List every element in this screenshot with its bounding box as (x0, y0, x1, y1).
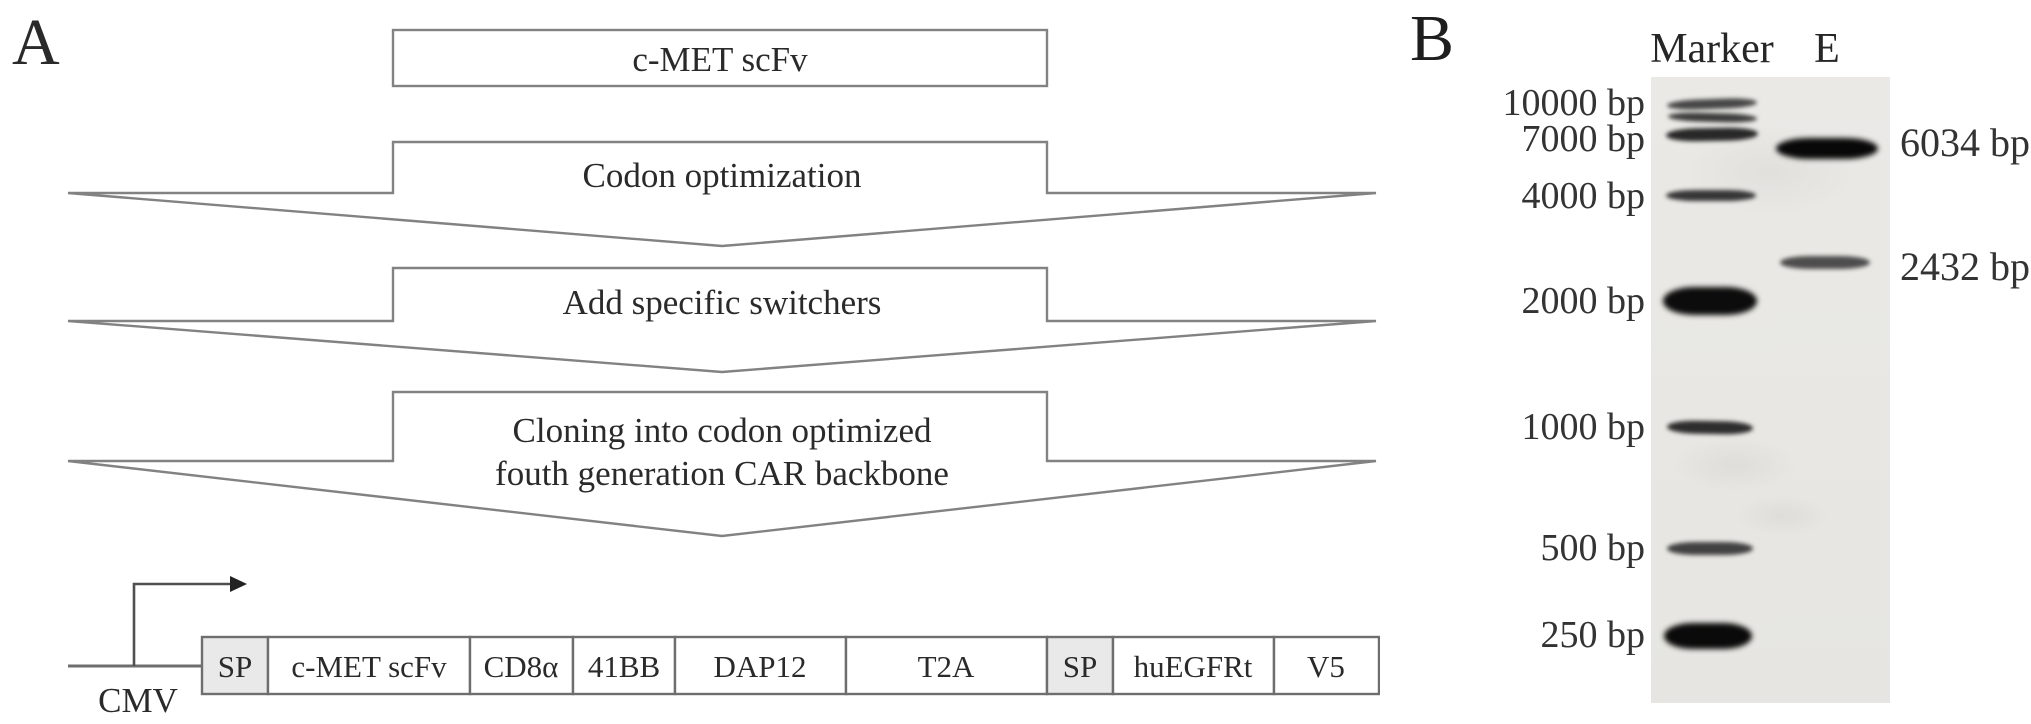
marker-band-2000bp (1663, 287, 1757, 315)
ladder-label-500bp: 500 bp (1540, 527, 1646, 569)
marker-band-10000bp-upper (1666, 97, 1758, 111)
lane-header-marker: Marker (1650, 26, 1774, 72)
segment-label-41bb: 41BB (588, 649, 660, 684)
panel-a-cloning-flow-diagram: A c-MET scFv Codon optimization Add spec… (12, 6, 1380, 720)
sample-band-2432bp (1780, 256, 1870, 269)
ladder-label-10000bp: 10000 bp (1502, 82, 1646, 124)
segment-box-sp-1 (200, 635, 270, 696)
segment-box-cd8a (468, 635, 575, 696)
segment-box-cmet-scfv (266, 635, 472, 696)
step2-label: Add specific switchers (563, 283, 882, 322)
segment-box-41bb (571, 635, 677, 696)
promoter-arrowhead-icon (230, 576, 247, 592)
segment-label-sp-1: SP (218, 649, 252, 684)
panel-b-label: B (1410, 2, 1455, 75)
ladder-label-4000bp: 4000 bp (1521, 175, 1646, 217)
step3-arrow-shape (67, 390, 1377, 538)
segment-box-sp-2 (1045, 635, 1115, 696)
marker-band-500bp (1667, 542, 1753, 555)
sample-label-6034bp: 6034 bp (1900, 120, 2030, 165)
segment-box-dap12 (673, 635, 848, 696)
segment-box-v5 (1272, 635, 1380, 696)
marker-band-10000bp-lower (1667, 111, 1758, 124)
segment-label-dap12: DAP12 (713, 649, 806, 684)
ladder-label-2000bp: 2000 bp (1521, 280, 1646, 322)
step2-arrow-shape (67, 266, 1377, 374)
lane-header-e: E (1814, 26, 1840, 72)
segment-box-t2a (844, 635, 1049, 696)
gel-electrophoresis-image (1651, 77, 1890, 703)
step3-label-line2: fouth generation CAR backbone (495, 454, 949, 493)
marker-band-250bp (1664, 623, 1752, 649)
segment-label-v5: V5 (1307, 649, 1345, 684)
segment-label-huegfrt: huEGFRt (1134, 649, 1253, 684)
panel-a-label: A (12, 6, 60, 79)
ladder-label-250bp: 250 bp (1540, 614, 1646, 656)
marker-band-4000bp (1666, 190, 1756, 201)
input-box (391, 28, 1049, 88)
ladder-label-1000bp: 1000 bp (1521, 406, 1646, 448)
input-box-label: c-MET scFv (632, 40, 808, 79)
segment-label-cd8a: CD8α (484, 649, 559, 684)
sample-band-6034bp (1776, 138, 1878, 159)
sample-label-2432bp: 2432 bp (1900, 244, 2030, 289)
step1-label: Codon optimization (582, 156, 861, 195)
marker-band-7000bp (1665, 127, 1759, 142)
marker-band-1000bp (1666, 420, 1754, 435)
car-construct-map: CMV SP c-MET scFv CD8α 41BB DAP12 T2A SP… (68, 576, 1380, 720)
promoter-arrow-line (132, 582, 230, 666)
segment-label-sp-2: SP (1063, 649, 1097, 684)
segment-label-cmet-scfv: c-MET scFv (291, 649, 447, 684)
segment-label-t2a: T2A (918, 649, 975, 684)
ladder-label-7000bp: 7000 bp (1521, 118, 1646, 160)
step3-label-line1: Cloning into codon optimized (513, 411, 932, 450)
promoter-label: CMV (98, 681, 178, 720)
step1-arrow-shape (67, 140, 1377, 248)
